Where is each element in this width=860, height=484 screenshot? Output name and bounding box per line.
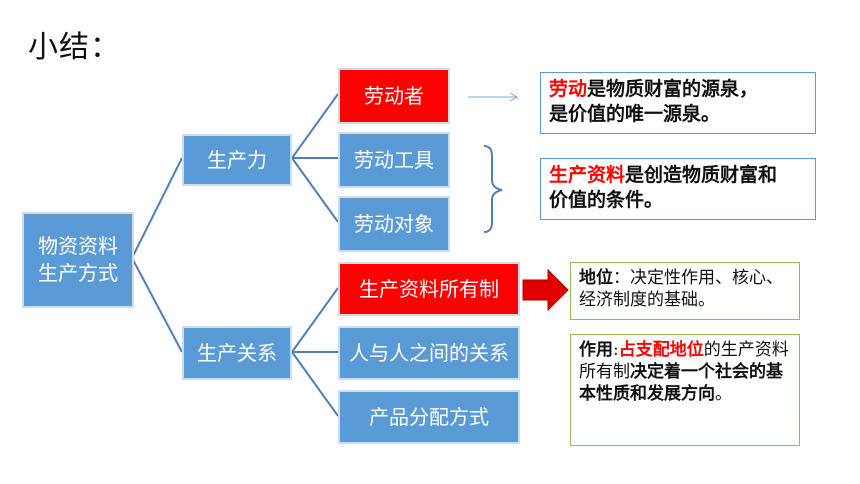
note-role-sep: :	[613, 340, 619, 360]
note-means-highlight: 生产资料	[549, 164, 626, 186]
leaf-tools: 劳动工具	[338, 132, 450, 188]
note-role-highlight: 占支配地位	[618, 340, 704, 360]
brace-shape	[483, 145, 503, 233]
branch-relations: 生产关系	[182, 326, 292, 380]
connector-productivity-laborer	[291, 93, 339, 159]
note-means-text: 是创造物质财富和	[625, 164, 778, 186]
connector-relations-distribution	[291, 351, 339, 417]
note-status-label: 地位	[579, 268, 613, 288]
root-line-1: 物资资料	[38, 234, 118, 258]
note-role-bold: 决定着一个社会的基本性质和发展方向	[579, 362, 783, 405]
leaf-ownership: 生产资料所有制	[338, 262, 520, 316]
note-status: 地位：决定性作用、核心、经济制度的基础。	[570, 262, 800, 320]
root-line-2: 生产方式	[38, 261, 118, 285]
note-laborer: 劳动是物质财富的源泉， 是价值的唯一源泉。	[540, 72, 816, 134]
connector-productivity-objects	[291, 157, 339, 223]
note-laborer-text: 是物质财富的源泉，	[587, 78, 759, 100]
note-means: 生产资料是创造物质财富和 价值的条件。	[540, 158, 816, 220]
note-role-label: 作用	[579, 340, 613, 360]
note-laborer-highlight: 劳动	[549, 78, 588, 100]
root-node: 物资资料 生产方式	[22, 212, 134, 308]
leaf-laborer-label: 劳动者	[362, 82, 426, 110]
note-role: 作用:占支配地位的生产资料所有制决定着一个社会的基本性质和发展方向。	[570, 334, 800, 446]
connector-root-relations	[131, 257, 183, 353]
connector-relations-ownership	[291, 287, 339, 353]
note-status-text: ：决定性作用、核心、经济制度的基础。	[579, 268, 783, 311]
leaf-objects: 劳动对象	[338, 196, 450, 252]
note-means-text-2: 价值的条件。	[549, 188, 664, 211]
leaf-distribution: 产品分配方式	[338, 390, 520, 444]
leaf-people: 人与人之间的关系	[338, 326, 520, 380]
page-title: 小结：	[28, 30, 121, 65]
leaf-laborer: 劳动者	[338, 68, 450, 124]
connector-root-productivity	[131, 157, 183, 259]
note-role-end: 。	[715, 384, 732, 405]
note-role-text: 的生产资料所有制	[579, 340, 789, 383]
thin-arrow-head	[509, 92, 519, 102]
branch-productivity: 生产力	[182, 134, 292, 186]
note-laborer-text-2: 是价值的唯一源泉。	[549, 102, 721, 125]
red-arrow-icon	[522, 268, 569, 312]
